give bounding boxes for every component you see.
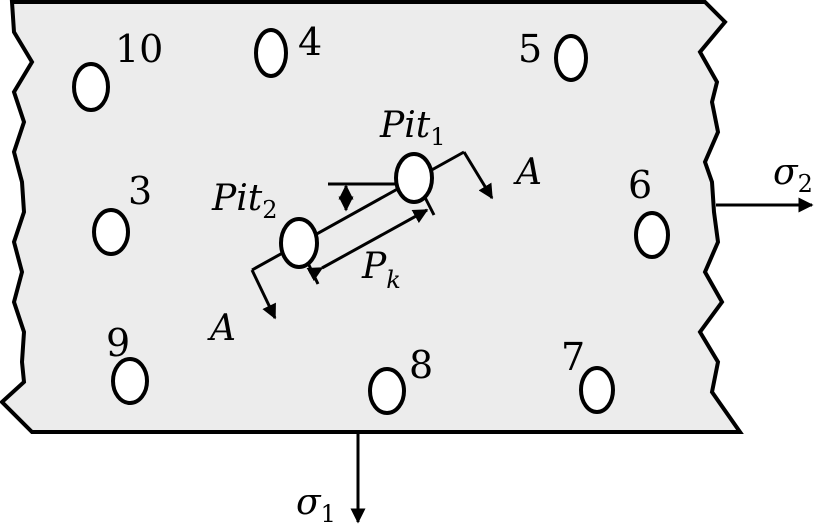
section-label-bottom: A xyxy=(207,308,236,349)
pit-5 xyxy=(554,34,588,82)
pit-1 xyxy=(394,152,434,204)
pit-10 xyxy=(72,62,110,112)
pit2-label: Pit2 xyxy=(211,178,277,224)
section-arrow-bottom xyxy=(250,269,277,320)
pit-number-5: 5 xyxy=(518,27,542,71)
pit-number-3: 3 xyxy=(128,169,152,213)
sigma1-label: σ1 xyxy=(296,482,336,528)
pit-number-7: 7 xyxy=(561,335,585,379)
spacing-label: Pk xyxy=(361,246,401,294)
pit1-label: Pit1 xyxy=(379,105,445,151)
pit-number-8: 8 xyxy=(409,343,433,387)
pit-number-6: 6 xyxy=(628,163,652,207)
sigma2-label: σ2 xyxy=(773,152,813,198)
pit-6 xyxy=(634,211,670,259)
pit-4 xyxy=(254,28,288,78)
pit-number-10: 10 xyxy=(115,27,163,71)
section-arrow-top xyxy=(462,151,494,200)
pit-9 xyxy=(111,357,149,405)
spacing-dimension-arrow xyxy=(306,208,429,282)
pit-7 xyxy=(579,366,615,414)
pit-8 xyxy=(368,367,406,415)
pit-3 xyxy=(92,208,130,256)
section-label-top: A xyxy=(513,152,542,193)
pit-number-4: 4 xyxy=(298,20,322,64)
pit-number-9: 9 xyxy=(106,321,130,365)
pit-2 xyxy=(279,217,319,269)
